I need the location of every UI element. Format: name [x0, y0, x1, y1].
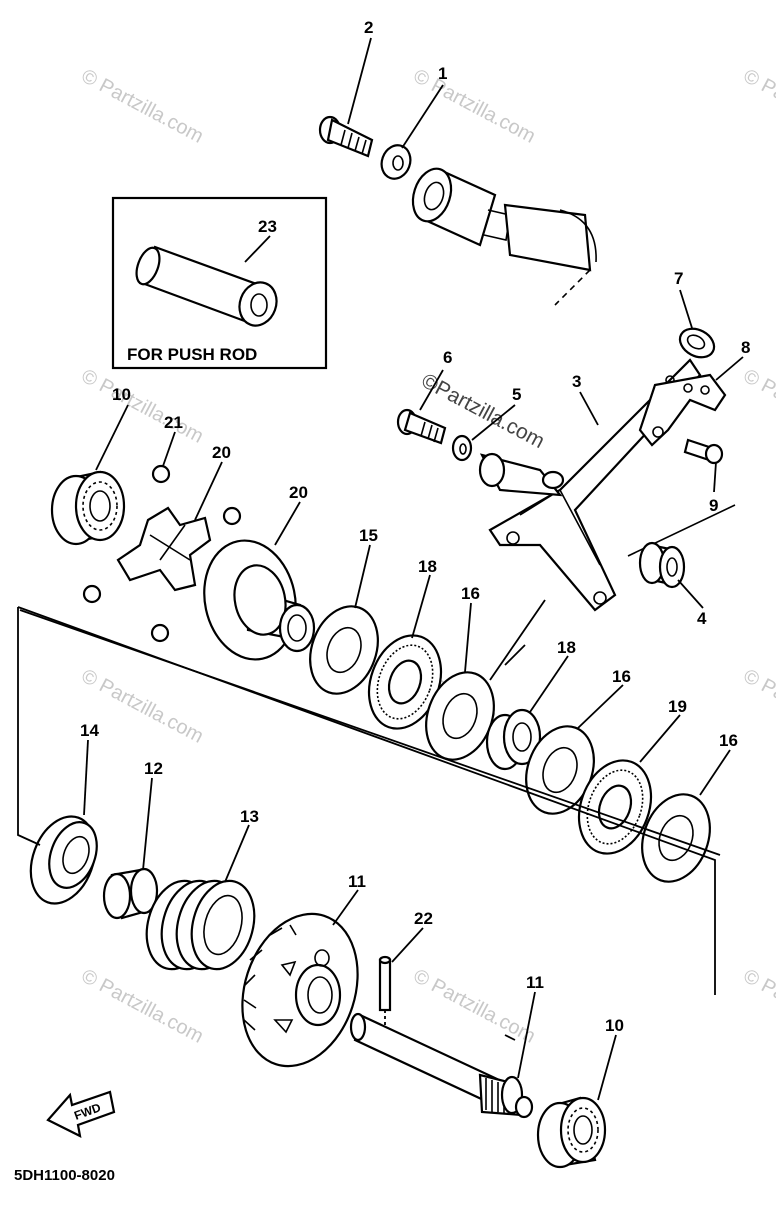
callout-16-2: 16 [461, 584, 480, 603]
callout-9: 9 [709, 496, 718, 515]
callout-16-4: 16 [719, 731, 738, 750]
callout-4: 4 [697, 609, 707, 628]
inset-push-rod: FOR PUSH ROD [111, 196, 328, 370]
part-bolt-2 [318, 115, 374, 158]
callout-13: 12 [144, 759, 163, 778]
callout-10-upper: 10 [112, 385, 131, 404]
callout-18-1: 18 [418, 557, 437, 576]
callout-17: 18 [557, 638, 576, 657]
part-bolt-9 [683, 438, 724, 465]
part-washer-16-1 [309, 605, 379, 695]
part-spring-14 [145, 879, 256, 971]
part-shaft-11 [349, 1012, 534, 1119]
callout-15: 14 [80, 721, 99, 740]
callout-3: 3 [572, 372, 581, 391]
callout-19: 20 [289, 483, 308, 502]
watermark: © Partzilla.com [78, 365, 207, 448]
part-washer-5 [451, 434, 473, 462]
part-needle-bearing-18-1 [367, 634, 443, 730]
inset-label: FOR PUSH ROD [127, 345, 257, 364]
part-washer-16-3 [525, 725, 595, 815]
callout-12: 11 [348, 872, 366, 891]
part-spider-20 [116, 506, 212, 592]
watermark: © Partzilla.com [78, 965, 207, 1048]
part-washer-1 [380, 144, 412, 180]
callout-1: 1 [438, 64, 447, 83]
part-collar-4 [638, 541, 686, 589]
callout-14: 13 [240, 807, 259, 826]
callout-10-lower: 10 [605, 1016, 624, 1035]
part-collar-13 [102, 867, 159, 920]
part-pin-22 [378, 955, 392, 1025]
assembly-bracket-lines [17, 599, 721, 995]
part-shock-bushing [411, 167, 597, 306]
callout-7: 7 [674, 269, 683, 288]
watermark: © Partzilla.com [410, 965, 539, 1048]
callout-16-1: 15 [359, 526, 378, 545]
part-bolt-6 [396, 408, 447, 445]
callout-18-2: 19 [668, 697, 687, 716]
callout-21: 21 [164, 413, 183, 432]
part-bracket-8 [638, 373, 727, 447]
callout-11: 11 [526, 973, 544, 992]
part-bearing-10-upper [50, 470, 126, 546]
callout-6: 6 [443, 348, 452, 367]
callout-8: 8 [741, 338, 750, 357]
part-bearing-10-lower [536, 1096, 607, 1169]
part-seal-15 [29, 815, 98, 905]
callout-labels: 2 1 23 6 5 3 7 8 9 4 10 21 20 20 15 18 1… [80, 18, 750, 1035]
part-balls-21 [82, 464, 242, 643]
part-flange-19 [203, 539, 316, 661]
watermark: © Partzilla.com [78, 65, 207, 148]
part-washer-16-4 [641, 793, 711, 883]
callout-16-3: 16 [612, 667, 631, 686]
callout-5: 5 [512, 385, 521, 404]
diagram-code: 5DH1100-8020 [14, 1167, 115, 1184]
part-bushing-7 [678, 327, 716, 359]
callout-2: 2 [364, 18, 373, 37]
callout-22: 22 [414, 909, 433, 928]
callout-23: 23 [258, 217, 277, 236]
watermark: © Partzilla.com [740, 65, 776, 148]
leader-lines [83, 37, 744, 1101]
watermark: © Partzilla.com [740, 665, 776, 748]
fwd-arrow-icon: FWD [46, 1090, 116, 1138]
watermark: © Partzilla.com [740, 965, 776, 1048]
callout-20: 20 [212, 443, 231, 462]
part-gear-12 [241, 912, 359, 1068]
watermark: © Partzilla.com [740, 365, 776, 448]
